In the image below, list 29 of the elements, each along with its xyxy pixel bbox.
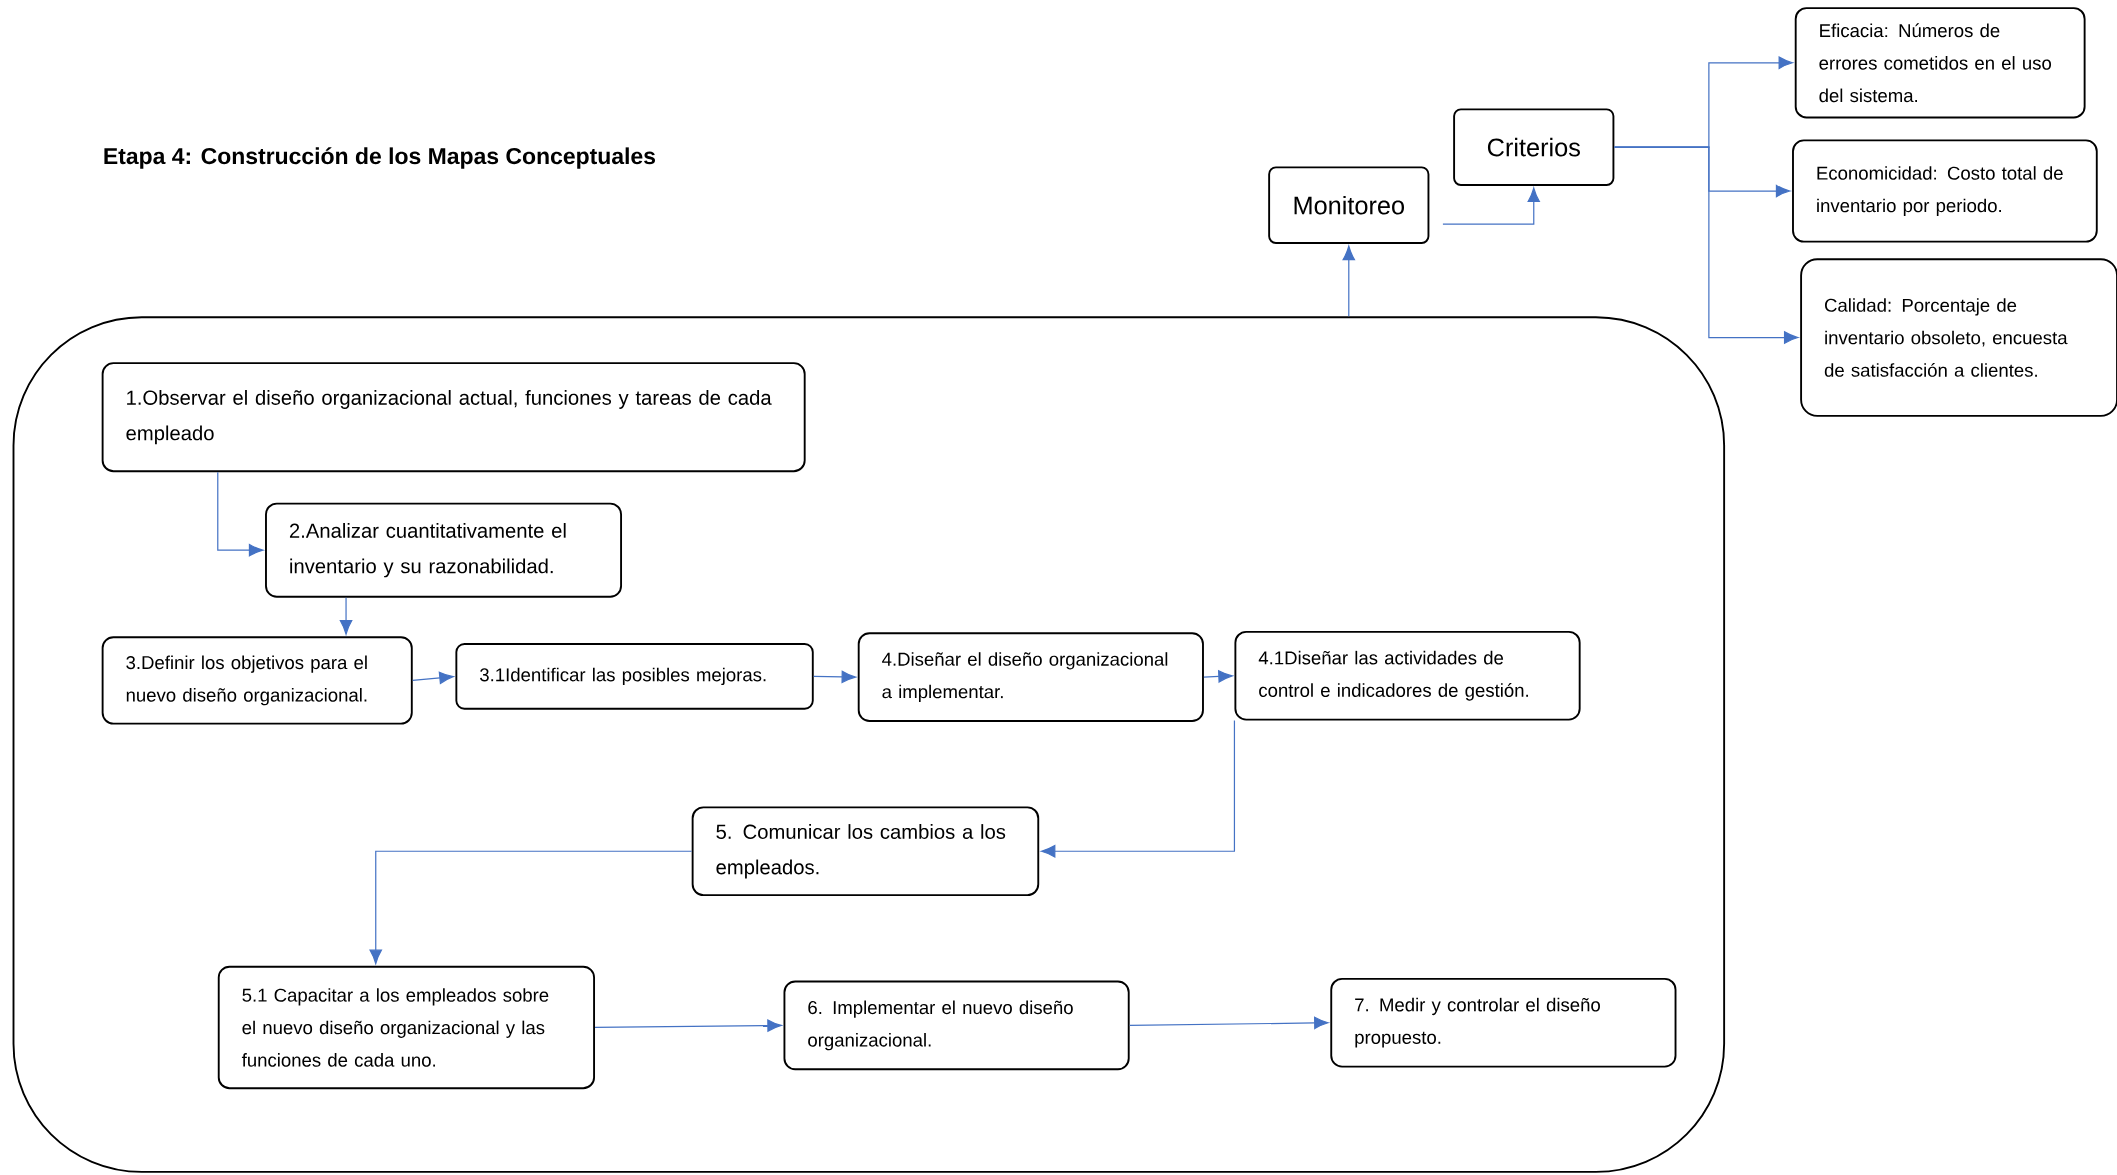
concept-box: 5. Comunicar los cambios a los empleados. [691,806,1040,897]
concept-box: 6. Implementar el nuevo diseño organizacional. [783,980,1130,1071]
concept-box: 7. Medir y controlar el diseño propuesto. [1330,978,1677,1068]
concept-box: 1.Observar el diseño organizacional actual, funciones y tareas de cada empleado [101,362,806,473]
container-box [12,316,1726,1174]
concept-box: 4.Diseñar el diseño organizacional a implementar. [857,632,1204,723]
arrow [813,670,857,684]
concept-box: Eficacia: Números de errores cometidos en el uso del sistema. [1794,7,2086,119]
concept-box: 5.1 Capacitar a los empleados sobre el nuevo diseño organizacional y las funciones de cada uno. [217,965,595,1090]
concept-box: 3.Definir los objetivos para el nuevo diseño organizacional. [101,636,413,725]
arrow [1040,720,1236,858]
concept-box: Criterios [1453,108,1615,187]
arrow [1203,670,1233,683]
arrow [217,471,264,557]
concept-box: Economicidad: Costo total de inventario por periodo. [1792,139,2098,243]
arrow [369,850,693,965]
arrow [1442,187,1540,225]
concept-box: Calidad: Porcentaje de inventario obsoleto, encuesta de satisfacción a clientes. [1800,258,2117,417]
arrow [1613,146,1799,344]
concept-box: 3.1Identificar las posibles mejoras. [455,643,814,710]
concept-box: Monitoreo [1268,166,1430,245]
arrow [1342,245,1356,318]
concept-box: 4.1Diseñar las actividades de control e indicadores de gestión. [1234,631,1581,721]
arrow [339,597,353,635]
arrow [412,671,454,685]
title: Etapa 4: Construcción de los Mapas Conceptuales [104,147,655,169]
arrow [594,1019,782,1032]
arrow [1129,1016,1329,1030]
concept-box: 2.Analizar cuantitativamente el inventario y su razonabilidad. [265,502,622,598]
